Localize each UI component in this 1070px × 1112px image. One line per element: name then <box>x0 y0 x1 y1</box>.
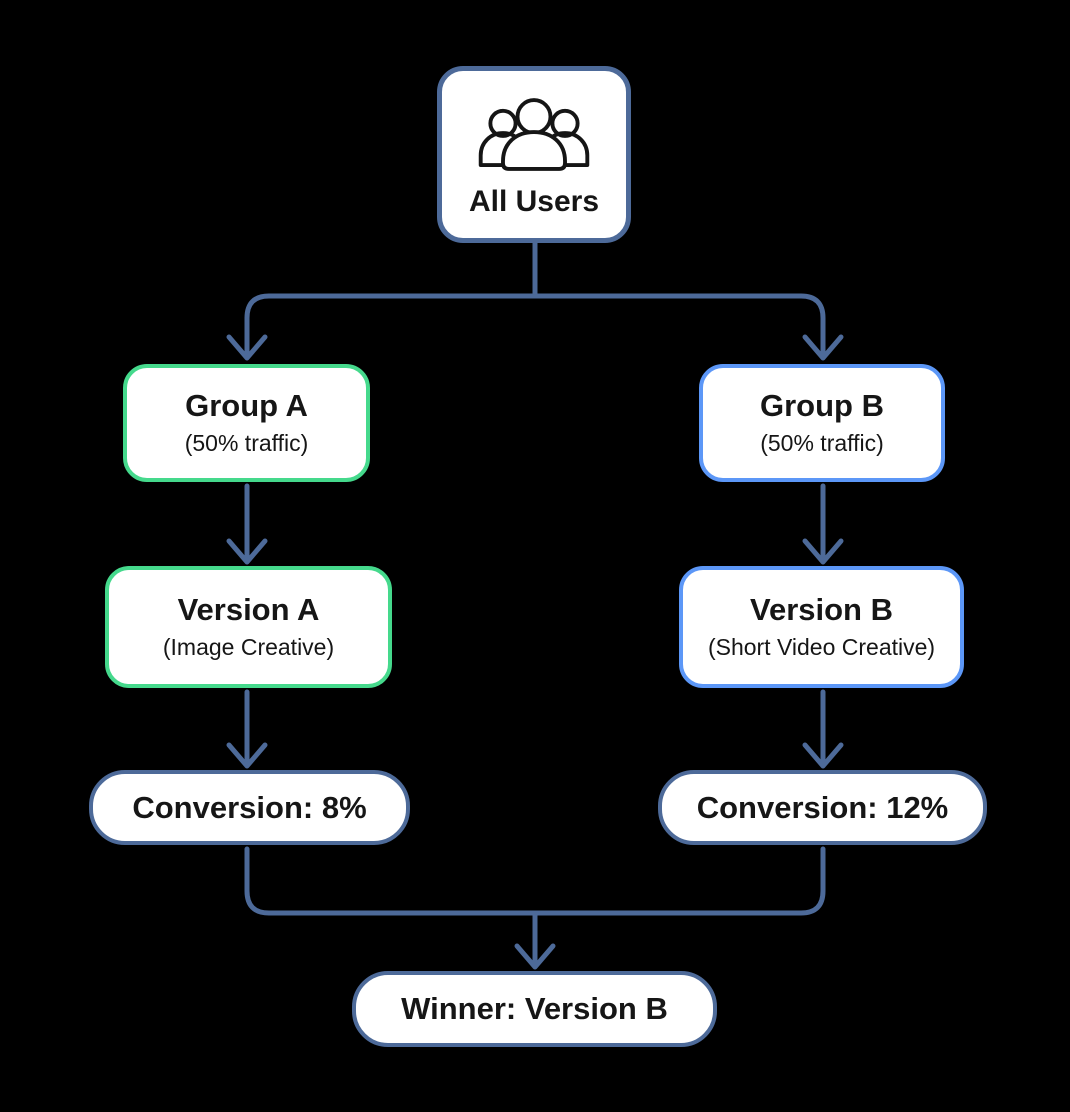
arrowhead-to-group-a <box>226 334 268 361</box>
group-a-subtitle: (50% traffic) <box>184 430 309 457</box>
all-users-label: All Users <box>468 184 600 218</box>
arrowhead-to-version-b <box>802 538 844 565</box>
conversion-b-label: Conversion: 12% <box>696 789 949 825</box>
arrowhead-to-group-b <box>802 334 844 361</box>
group-a-title: Group A <box>185 387 308 423</box>
version-b-title: Version B <box>750 591 893 627</box>
version-a-subtitle: (Image Creative) <box>162 634 335 661</box>
conversion-a-label: Conversion: 8% <box>132 789 367 825</box>
node-version-b: Version B (Short Video Creative) <box>679 566 964 688</box>
node-conversion-a: Conversion: 8% <box>89 770 410 845</box>
group-b-subtitle: (50% traffic) <box>760 430 884 457</box>
version-a-title: Version A <box>177 591 320 627</box>
arrowhead-to-version-a <box>226 538 268 565</box>
users-group-icon <box>478 97 590 171</box>
group-b-title: Group B <box>760 387 884 423</box>
connector-merge <box>244 846 826 916</box>
node-group-b: Group B (50% traffic) <box>699 364 945 482</box>
node-winner: Winner: Version B <box>352 971 717 1047</box>
connector-split <box>244 293 826 358</box>
node-conversion-b: Conversion: 12% <box>658 770 987 845</box>
arrowhead-to-conversion-b <box>802 742 844 769</box>
node-group-a: Group A (50% traffic) <box>123 364 370 482</box>
node-all-users: All Users <box>437 66 631 243</box>
version-b-subtitle: (Short Video Creative) <box>707 634 936 661</box>
node-version-a: Version A (Image Creative) <box>105 566 392 688</box>
arrowhead-to-winner <box>514 943 556 970</box>
winner-label: Winner: Version B <box>401 991 668 1026</box>
arrowhead-to-conversion-a <box>226 742 268 769</box>
